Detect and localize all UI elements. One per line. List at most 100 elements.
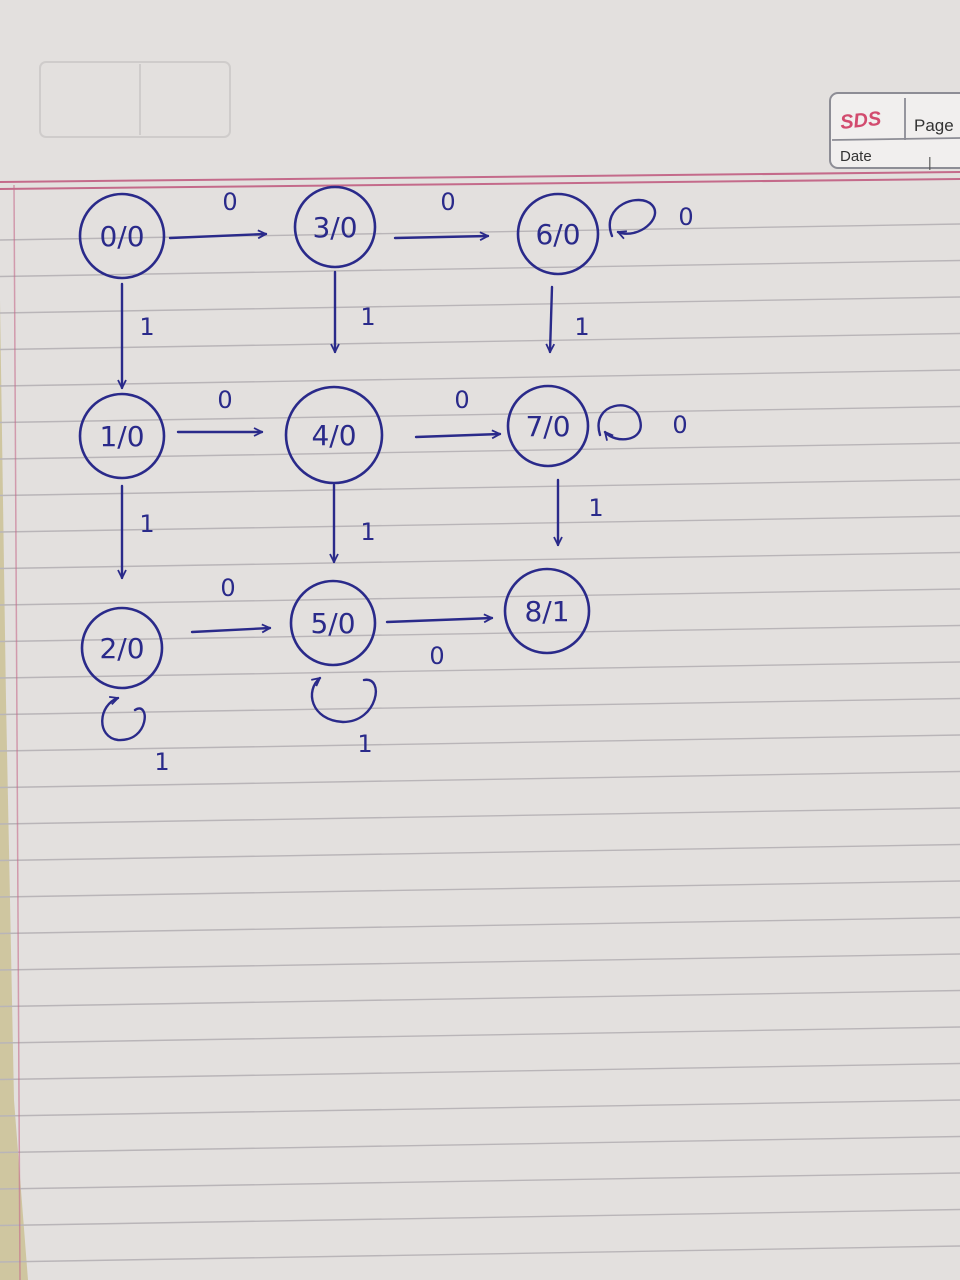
state-s8: 8/1 [503, 567, 591, 655]
state-circle [289, 579, 377, 667]
transition-input-label: 1 [360, 518, 375, 546]
transition-input-label: 0 [672, 411, 687, 439]
date-value: | [928, 154, 932, 170]
state-nodes: 0/0 3/0 6/0 1/0 4/0 7/0 2/0 5/0 8/1 [78, 185, 600, 690]
state-label: 8/1 [524, 595, 569, 628]
transition-s2-s2: 1 [101, 698, 170, 776]
state-label: 3/0 [312, 211, 357, 244]
transition-s0-s1: 1 [122, 282, 155, 390]
state-label: 1/0 [99, 420, 144, 453]
transition-s0-s3: 0 [168, 188, 266, 240]
transition-s3-s4: 1 [335, 270, 376, 354]
transition-arrow [414, 434, 502, 437]
state-s1: 1/0 [78, 392, 166, 480]
transition-input-label: 0 [429, 642, 444, 670]
state-circle [78, 192, 166, 280]
state-s4: 4/0 [284, 385, 384, 485]
transition-arrow [597, 404, 642, 439]
transition-input-label: 1 [357, 730, 372, 758]
transition-arrow [550, 285, 552, 354]
transition-input-label: 1 [139, 313, 154, 341]
transition-input-label: 0 [220, 574, 235, 602]
ruled-line [0, 770, 960, 789]
header-margin-line-2 [0, 178, 960, 190]
transition-arrow [101, 698, 146, 742]
state-label: 7/0 [525, 410, 570, 443]
ruled-line [0, 807, 960, 825]
transition-s2-s5: 0 [190, 574, 270, 634]
ruled-line [0, 588, 960, 606]
transition-s7-s8: 1 [558, 478, 604, 547]
state-circle [293, 185, 377, 269]
ruled-line [0, 661, 960, 679]
ruled-line [0, 1172, 960, 1190]
ruled-line [0, 296, 960, 314]
transition-s7-s7: 0 [597, 404, 688, 439]
state-label: 5/0 [310, 607, 355, 640]
ruled-line [0, 551, 960, 570]
transition-input-label: 1 [139, 510, 154, 538]
transition-input-label: 0 [222, 188, 237, 216]
transition-s4-s5: 1 [334, 483, 376, 564]
state-circle [516, 192, 600, 276]
ruled-line [0, 843, 960, 862]
state-s6: 6/0 [516, 192, 600, 276]
state-s2: 2/0 [80, 606, 164, 690]
ruled-line [0, 734, 960, 752]
transition-input-label: 0 [678, 203, 693, 231]
ruled-line [0, 916, 960, 935]
transition-s5-s5: 1 [310, 678, 377, 758]
transition-arrow [393, 236, 490, 238]
ruled-line [0, 953, 960, 971]
ruled-line [0, 1208, 960, 1227]
state-s5: 5/0 [289, 579, 377, 667]
transition-input-label: 1 [154, 748, 169, 776]
ruled-line [0, 515, 960, 533]
ruled-line [0, 697, 960, 716]
ruled-line [0, 259, 960, 278]
transition-s1-s4: 0 [176, 386, 264, 432]
ruled-line [0, 1135, 960, 1154]
transition-edges: 0 0 0 1 1 1 0 0 0 1 1 1 0 0 1 1 [101, 188, 694, 776]
transition-s6-s7: 1 [550, 285, 590, 354]
transition-input-label: 0 [454, 386, 469, 414]
transition-arrow [310, 678, 377, 724]
transition-arrow [168, 234, 266, 240]
page-date-box: SDS Page Date | [829, 92, 960, 170]
state-circle [80, 606, 164, 690]
ruled-line [0, 1026, 960, 1044]
state-s3: 3/0 [293, 185, 377, 269]
state-label: 4/0 [311, 419, 356, 452]
transition-s4-s7: 0 [414, 386, 502, 437]
ruled-line [0, 478, 960, 497]
ruled-line [0, 332, 960, 351]
transition-arrow [385, 618, 494, 624]
state-circle [284, 385, 384, 485]
page-label: Page [914, 116, 954, 135]
ruled-line [0, 989, 960, 1008]
transition-input-label: 1 [574, 313, 589, 341]
state-s0: 0/0 [78, 192, 166, 280]
ruled-line [0, 1245, 960, 1263]
transition-input-label: 0 [217, 386, 232, 414]
ruled-line [0, 1099, 960, 1117]
state-circle [506, 384, 590, 468]
state-label: 2/0 [99, 632, 144, 665]
show-through-stamp [39, 61, 231, 138]
state-circle [78, 392, 166, 480]
transition-arrow [608, 198, 657, 236]
brand-logo: SDS [839, 108, 883, 134]
transition-input-label: 0 [440, 188, 455, 216]
transition-s6-s6: 0 [608, 198, 694, 236]
transition-input-label: 1 [360, 303, 375, 331]
ruled-line [0, 369, 960, 387]
state-circle [503, 567, 591, 655]
date-label: Date [840, 148, 872, 165]
transition-s1-s2: 1 [122, 484, 155, 580]
transition-input-label: 1 [588, 494, 603, 522]
left-margin-line [13, 184, 21, 1280]
header-margin-line [0, 171, 960, 183]
ruled-line [0, 1062, 960, 1081]
